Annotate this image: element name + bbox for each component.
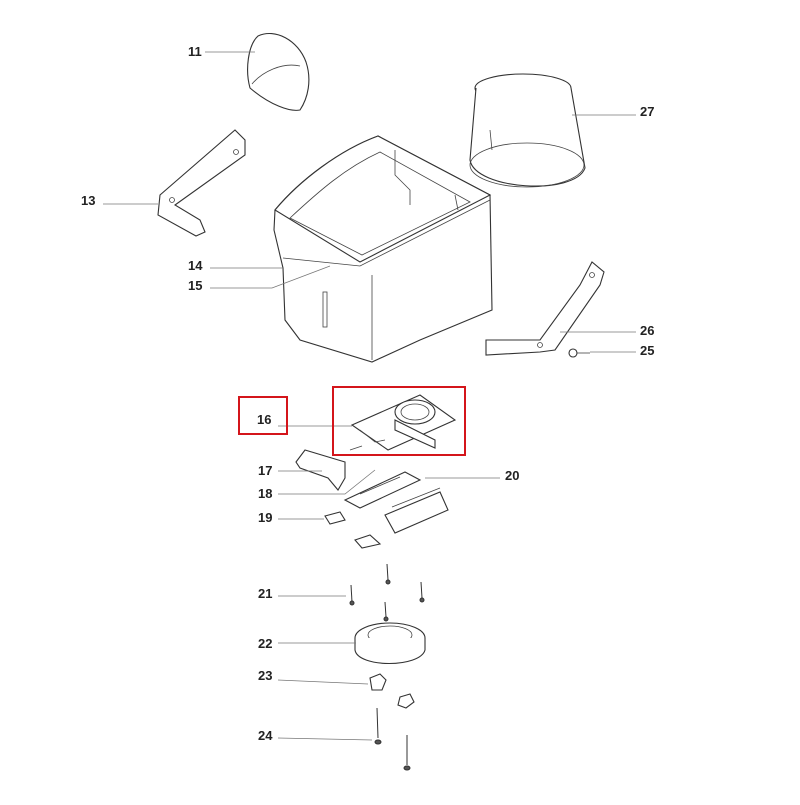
- part-13-bracket[interactable]: [157, 129, 246, 237]
- highlight-box-label-16: [238, 396, 288, 435]
- part-16-plate[interactable]: [349, 394, 457, 451]
- callout-27: 27: [640, 104, 655, 119]
- callout-23: 23: [258, 668, 273, 683]
- part-27-hopper[interactable]: [469, 73, 586, 188]
- callout-13: 13: [81, 193, 96, 208]
- callout-11: 11: [188, 44, 202, 59]
- part-24-screws[interactable]: [374, 707, 411, 771]
- callout-18: 18: [258, 486, 273, 501]
- callout-24: 24: [258, 728, 273, 743]
- part-17-grip[interactable]: [295, 449, 346, 491]
- callout-25: 25: [640, 343, 655, 358]
- callout-22: 22: [258, 636, 273, 651]
- highlight-box-part-16: [332, 386, 466, 456]
- part-20-slider[interactable]: [384, 487, 449, 534]
- callout-19: 19: [258, 510, 273, 525]
- callout-17: 17: [258, 463, 273, 478]
- part-18-slider[interactable]: [343, 471, 422, 509]
- callout-20: 20: [505, 468, 520, 483]
- callout-14: 14: [188, 258, 203, 273]
- callout-26: 26: [640, 323, 655, 338]
- part-23-nuts[interactable]: [369, 673, 415, 709]
- part-11-cap[interactable]: [247, 32, 310, 111]
- part-26-bracket[interactable]: [485, 261, 605, 356]
- callout-16: 16: [257, 412, 272, 427]
- callout-21: 21: [258, 586, 273, 601]
- part-19-clip[interactable]: [324, 511, 382, 549]
- part-25-screw[interactable]: [568, 348, 590, 358]
- part-14-housing[interactable]: [273, 135, 493, 363]
- part-22-burr[interactable]: [354, 622, 426, 665]
- part-21-screws[interactable]: [349, 563, 425, 622]
- callout-15: 15: [188, 278, 203, 293]
